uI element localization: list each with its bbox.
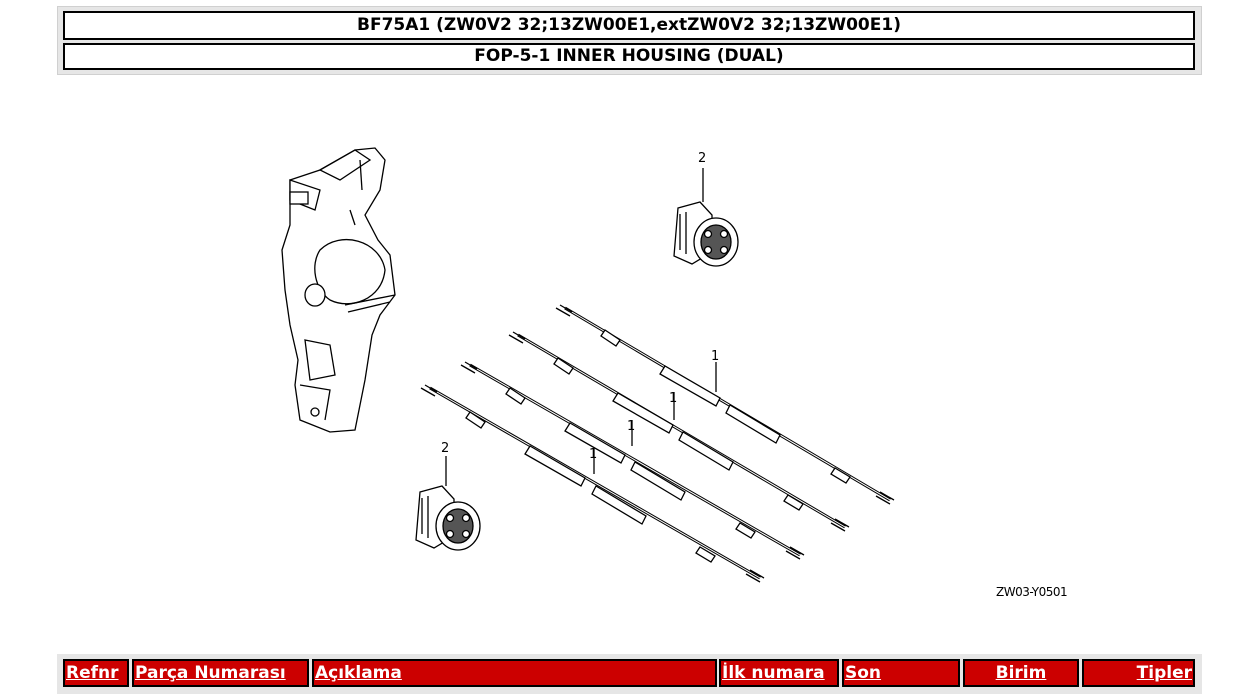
column-header-part-number[interactable]: Parça Numarası <box>132 659 309 687</box>
cable-2 <box>508 331 850 532</box>
section-title: FOP-5-1 INNER HOUSING (DUAL) <box>63 43 1195 70</box>
column-header-last[interactable]: Son <box>842 659 960 687</box>
diagram-drawing: 2 2 <box>281 147 895 583</box>
figure-code: ZW03-Y0501 <box>996 585 1068 599</box>
column-header-refnr[interactable]: Refnr <box>63 659 129 687</box>
callout-cable-3: 1 <box>627 419 635 434</box>
callout-cable-4: 1 <box>589 447 597 462</box>
callout-cable-1: 1 <box>711 349 719 364</box>
callout-grommet-top: 2 <box>698 151 706 166</box>
column-header-types[interactable]: Tipler <box>1082 659 1195 687</box>
exploded-parts-diagram: 2 2 <box>260 130 1090 620</box>
control-cables <box>420 304 895 583</box>
callout-cable-2: 1 <box>669 391 677 406</box>
grommet-top <box>673 168 739 267</box>
callout-grommet-bottom: 2 <box>441 441 449 456</box>
column-header-unit[interactable]: Birim <box>963 659 1079 687</box>
cable-4 <box>420 384 765 583</box>
cable-1 <box>555 304 895 505</box>
column-header-description[interactable]: Açıklama <box>312 659 717 687</box>
grommet-bottom <box>415 456 481 551</box>
column-header-first-number[interactable]: İlk numara <box>719 659 839 687</box>
cable-3 <box>460 361 805 560</box>
remote-control-box <box>281 147 396 433</box>
model-title: BF75A1 (ZW0V2 32;13ZW00E1,extZW0V2 32;13… <box>63 11 1195 40</box>
